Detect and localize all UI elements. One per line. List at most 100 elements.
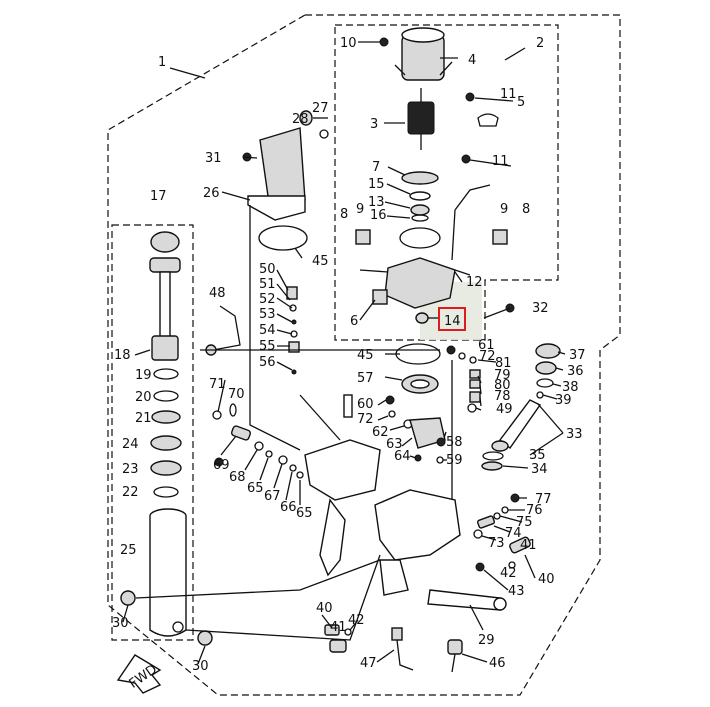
clip-part-6[interactable] (372, 289, 388, 305)
part-65-right[interactable] (296, 471, 304, 479)
part-56[interactable] (291, 369, 297, 375)
oring-part-22[interactable] (153, 486, 179, 498)
seal-part-15[interactable] (409, 191, 431, 201)
pump-valve-stem[interactable] (343, 394, 353, 418)
label-24: 24 (122, 437, 139, 452)
valve-part-74[interactable] (476, 515, 496, 529)
label-64: 64 (394, 449, 411, 464)
armature-part-3[interactable] (407, 88, 435, 150)
gasket-part-45-lower[interactable] (395, 343, 441, 365)
part-42-left[interactable] (344, 628, 352, 636)
part-14[interactable] (415, 312, 429, 324)
label-16: 16 (370, 208, 387, 223)
part-61[interactable] (446, 345, 456, 355)
part-43[interactable] (475, 562, 485, 572)
gasket-part-45-upper[interactable] (258, 225, 308, 251)
manifold-body[interactable] (304, 439, 461, 596)
label-77: 77 (535, 492, 552, 507)
oring-large-motor[interactable] (399, 227, 441, 249)
bushing-part-30-left[interactable] (120, 590, 136, 606)
label-30-right: 30 (192, 659, 209, 674)
label-47: 47 (360, 656, 377, 671)
part-36[interactable] (535, 361, 557, 375)
part-70[interactable] (229, 403, 237, 417)
screw-part-11-upper[interactable] (465, 92, 475, 102)
label-22: 22 (122, 485, 139, 500)
label-76: 76 (526, 503, 543, 518)
part-59[interactable] (436, 456, 444, 464)
fitting-part-47[interactable] (391, 627, 414, 671)
label-57: 57 (357, 371, 374, 386)
pipe-part-48[interactable] (205, 305, 241, 356)
oring-part-27[interactable] (319, 129, 329, 139)
part-39[interactable] (536, 391, 544, 399)
part-78[interactable] (469, 391, 481, 403)
part-41-left[interactable] (324, 624, 340, 636)
part-68[interactable] (254, 441, 264, 451)
valve-part-51[interactable] (286, 286, 298, 300)
motor-part-4[interactable] (394, 27, 453, 81)
fitting-part-46[interactable] (447, 639, 463, 673)
oring-part-20[interactable] (153, 390, 179, 402)
piston-rod-part-18[interactable] (149, 231, 181, 361)
gear-part-57[interactable] (401, 374, 439, 394)
clip-part-8-right[interactable] (492, 229, 508, 245)
part-42-right[interactable] (508, 561, 516, 569)
label-20: 20 (135, 390, 152, 405)
cylinder-part-25[interactable] (149, 508, 187, 637)
part-81[interactable] (469, 356, 477, 364)
part-80[interactable] (469, 379, 481, 389)
part-49[interactable] (467, 403, 477, 413)
oring-part-16[interactable] (411, 214, 429, 222)
cap-part-37[interactable] (535, 343, 561, 359)
part-73[interactable] (473, 529, 483, 539)
label-29: 29 (478, 633, 495, 648)
brush-part-5[interactable] (477, 113, 499, 127)
ring-part-23[interactable] (150, 460, 182, 476)
part-71[interactable] (212, 410, 222, 420)
part-76[interactable] (501, 506, 509, 514)
part-77[interactable] (510, 493, 520, 503)
label-43: 43 (508, 584, 525, 599)
label-42-left: 42 (348, 613, 365, 628)
shaft-part-29[interactable] (427, 589, 507, 611)
ring-part-24[interactable] (150, 435, 182, 451)
label-49: 49 (496, 402, 513, 417)
label-14: 14 (444, 314, 461, 329)
label-55: 55 (259, 339, 276, 354)
part-72-right[interactable] (458, 352, 466, 360)
bushing-part-30-right[interactable] (197, 630, 213, 646)
brush-holder-part-7[interactable] (401, 171, 439, 185)
highlight-box-14 (438, 307, 466, 331)
part-72-left[interactable] (388, 410, 396, 418)
part-67[interactable] (278, 455, 288, 465)
cap-part-28[interactable] (299, 110, 313, 126)
part-52[interactable] (289, 304, 297, 312)
part-55[interactable] (288, 341, 300, 353)
bolt-part-10[interactable] (358, 37, 389, 47)
wire-harness (451, 184, 491, 261)
ring-part-21[interactable] (151, 410, 181, 424)
part-58[interactable] (436, 437, 446, 447)
screw-part-11-lower[interactable] (461, 154, 471, 164)
clip-part-8-left[interactable] (355, 229, 371, 245)
part-38[interactable] (536, 378, 554, 388)
part-53[interactable] (291, 319, 297, 325)
label-5: 5 (517, 95, 525, 110)
fitting-part-40-left[interactable] (329, 639, 347, 653)
part-75[interactable] (493, 512, 501, 520)
part-66[interactable] (289, 464, 297, 472)
reservoir-part-26[interactable] (247, 127, 306, 221)
oring-part-35[interactable] (482, 451, 504, 461)
bearing-part-13[interactable] (410, 204, 430, 216)
piston-part-33[interactable] (491, 399, 542, 452)
oring-part-34[interactable] (481, 461, 503, 471)
part-65-left[interactable] (265, 450, 273, 458)
part-60[interactable] (385, 395, 395, 405)
label-63: 63 (386, 437, 403, 452)
label-32: 32 (532, 301, 549, 316)
pump-housing-part-12[interactable] (359, 257, 471, 309)
part-79[interactable] (469, 369, 481, 379)
oring-part-19[interactable] (153, 368, 179, 380)
part-41-right[interactable] (509, 536, 531, 554)
